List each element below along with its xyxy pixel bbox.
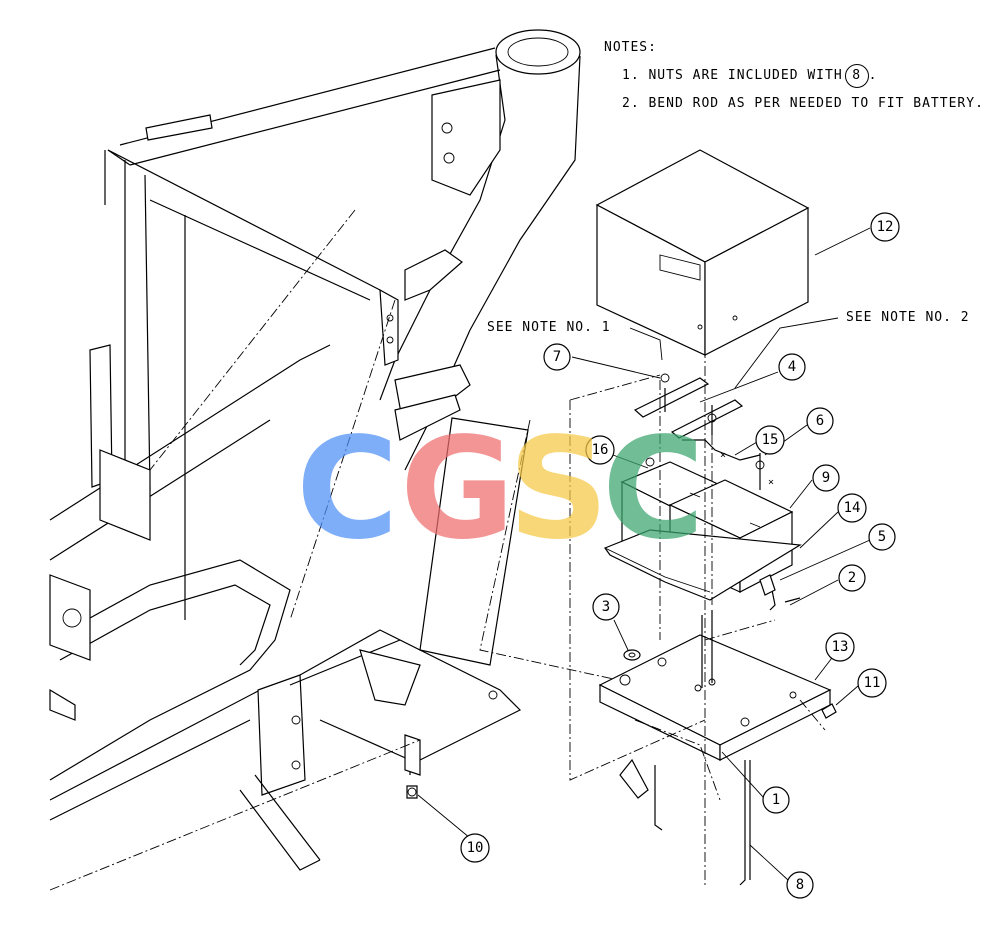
- svg-text:2: 2: [848, 570, 856, 586]
- svg-text:×: ×: [720, 450, 726, 461]
- see-note-2-label: SEE NOTE NO. 2: [846, 310, 970, 325]
- battery-cover: [595, 149, 810, 356]
- note-2-text: 2. BEND ROD AS PER NEEDED TO FIT BATTERY…: [622, 96, 984, 111]
- callout-12: 12: [870, 212, 900, 242]
- callout-8: 8: [786, 871, 814, 899]
- small-hardware: [406, 574, 837, 799]
- svg-text:13: 13: [832, 639, 849, 655]
- callout-15: 15: [755, 425, 785, 455]
- see-note-1-label: SEE NOTE NO. 1: [487, 320, 611, 335]
- callout-4: 4: [778, 353, 806, 381]
- watermark-letter-c2: C: [602, 408, 705, 571]
- hold-down-hardware: [633, 373, 765, 509]
- watermark-letter-c1: C: [296, 408, 399, 571]
- callout-14: 14: [837, 493, 867, 523]
- svg-text:3: 3: [602, 599, 610, 615]
- note-1-ref-callout: 8: [844, 63, 869, 88]
- svg-text:1: 1: [772, 792, 780, 808]
- battery-pad: [604, 529, 802, 601]
- watermark-letter-s: S: [508, 408, 609, 571]
- note-1-suffix: .: [868, 68, 878, 83]
- frame-chassis: [49, 29, 711, 891]
- svg-text:8: 8: [796, 877, 804, 893]
- svg-text:4: 4: [788, 359, 796, 375]
- callout-7: 7: [543, 343, 571, 371]
- callout-2: 2: [838, 564, 866, 592]
- note-2: 2. BEND ROD AS PER NEEDED TO FIT BATTERY…: [604, 90, 984, 118]
- svg-text:14: 14: [844, 500, 861, 516]
- callout-1: 1: [762, 786, 790, 814]
- svg-text:11: 11: [864, 675, 881, 691]
- callout-9: 9: [812, 464, 840, 492]
- svg-text:9: 9: [822, 470, 830, 486]
- callout-6: 6: [806, 407, 834, 435]
- callout-5: 5: [868, 523, 896, 551]
- svg-text:16: 16: [592, 442, 609, 458]
- battery-tray: [598, 579, 832, 886]
- svg-text:6: 6: [816, 413, 824, 429]
- callout-3: 3: [592, 593, 620, 621]
- svg-text:7: 7: [553, 349, 561, 365]
- svg-text:×: ×: [768, 477, 774, 488]
- watermark-letter-g: G: [400, 408, 515, 571]
- svg-text:5: 5: [878, 529, 886, 545]
- callout-leaders: [417, 227, 871, 881]
- notes-heading: NOTES:: [604, 40, 657, 55]
- callout-16: 16: [585, 435, 615, 465]
- note-1-text: 1. NUTS ARE INCLUDED WITH: [622, 68, 843, 83]
- svg-text:12: 12: [877, 219, 894, 235]
- callout-13: 13: [825, 632, 855, 662]
- assembly-centerlines: [569, 330, 826, 885]
- callout-11: 11: [857, 668, 887, 698]
- svg-text:10: 10: [467, 840, 484, 856]
- callout-10: 10: [460, 833, 490, 863]
- svg-text:15: 15: [762, 432, 779, 448]
